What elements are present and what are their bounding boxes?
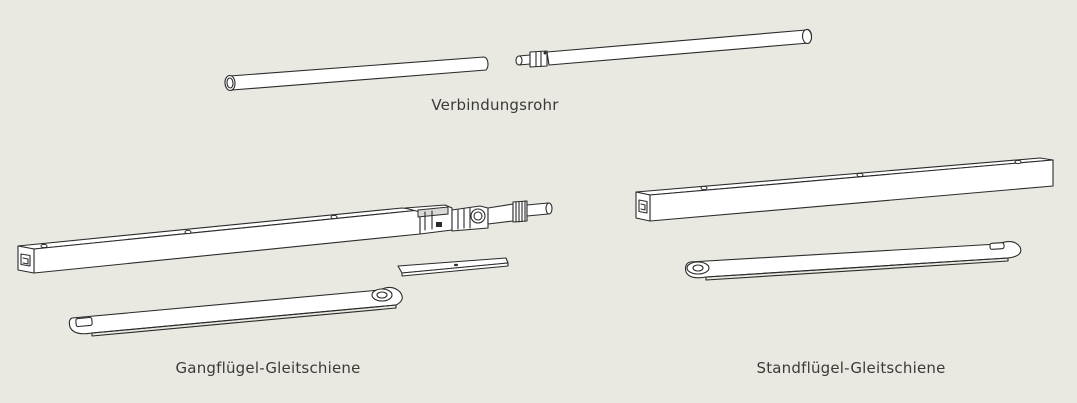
active-leaf-rail-mechanism bbox=[404, 200, 553, 235]
connecting-tube-left bbox=[224, 56, 489, 92]
connecting-tube-right bbox=[515, 28, 813, 68]
active-leaf-arm bbox=[68, 286, 403, 337]
inactive-leaf-arm bbox=[684, 241, 1022, 281]
inactive-leaf-rail-channel bbox=[635, 157, 1054, 222]
active-leaf-slider-plate bbox=[397, 257, 509, 277]
inactive-leaf-rail-label: Standflügel-Gleitschiene bbox=[756, 359, 946, 377]
active-leaf-rail-label: Gangflügel-Gleitschiene bbox=[175, 359, 361, 377]
active-leaf-rail-channel bbox=[17, 207, 421, 274]
connecting-tube-label: Verbindungsrohr bbox=[431, 96, 559, 114]
